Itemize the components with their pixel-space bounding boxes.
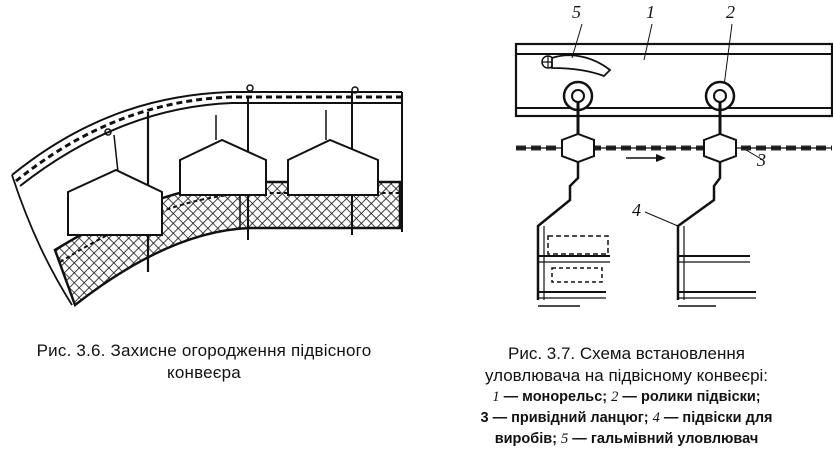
figure-3-6: Рис. 3.6. Захисне огородження підвісного… bbox=[4, 84, 404, 384]
callout-1: 1 bbox=[646, 2, 655, 22]
protective-fence-drawing bbox=[11, 84, 403, 308]
callout-5: 5 bbox=[572, 2, 581, 22]
callout-3: 3 bbox=[757, 150, 766, 170]
legend-line: 3 — привідний ланцюг; 4 — підвіски для bbox=[480, 410, 773, 426]
product-box bbox=[67, 168, 163, 236]
catcher-scheme-drawing bbox=[514, 23, 833, 307]
caption-line: Рис. 3.7. Схема встановлення bbox=[508, 344, 745, 363]
callout-2: 2 bbox=[726, 2, 735, 22]
figure-3-7: 5 1 2 3 4 Рис. 3.7. Схема встановлення у… bbox=[420, 0, 833, 467]
callout-4: 4 bbox=[632, 200, 641, 220]
figure-3-6-caption: Рис. 3.6. Захисне огородження підвісного… bbox=[4, 340, 404, 384]
figure-3-7-caption: Рис. 3.7. Схема встановлення уловлювача … bbox=[420, 343, 833, 450]
brake-catcher bbox=[551, 54, 612, 78]
caption-line: Рис. 3.6. Захисне огородження підвісного bbox=[36, 341, 372, 360]
product-hanger bbox=[676, 162, 722, 300]
product-box bbox=[179, 138, 267, 196]
product-box bbox=[287, 138, 379, 196]
legend-line: виробів; 5 — гальмівний уловлювач bbox=[494, 431, 759, 447]
caption-line: уловлювача на підвісному конвеєрі: bbox=[484, 366, 769, 385]
product-hanger bbox=[536, 162, 580, 300]
legend-line: 1 — монорельс; 2 — ролики підвіски; bbox=[492, 389, 761, 405]
caption-line: конвеєра bbox=[167, 363, 241, 382]
